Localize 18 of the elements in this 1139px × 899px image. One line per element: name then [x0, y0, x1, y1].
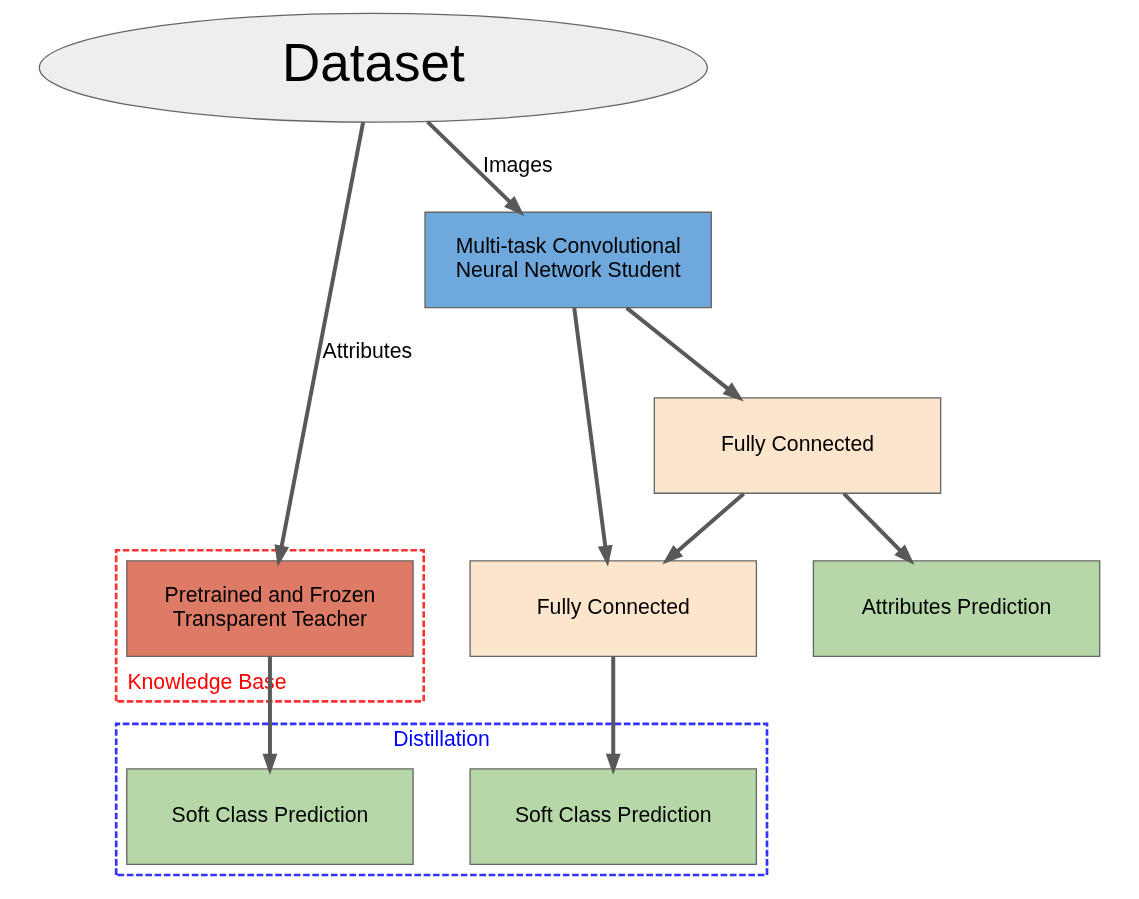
- node-box: Multi-task Convolutional Neural Network Student: [424, 211, 712, 309]
- node-box: Soft Class Prediction: [469, 768, 758, 866]
- arrow: [842, 492, 915, 565]
- arrow: [662, 492, 745, 565]
- arrow: [426, 120, 525, 217]
- arrow: [605, 656, 621, 775]
- arrow: [625, 306, 744, 402]
- node-box: Fully Connected: [469, 560, 758, 657]
- arrow: [262, 656, 278, 775]
- node-box: Pretrained and Frozen Transparent Teacher: [126, 560, 414, 657]
- node-box: Soft Class Prediction: [126, 768, 414, 866]
- node-box: Attributes Prediction: [812, 560, 1101, 657]
- arrow: [274, 121, 366, 567]
- node-ellipse: Dataset: [38, 12, 708, 123]
- edge-label: Images: [483, 153, 553, 177]
- arrow: [572, 307, 613, 567]
- node-box: Fully Connected: [653, 397, 942, 494]
- edge-label: Attributes: [322, 338, 413, 362]
